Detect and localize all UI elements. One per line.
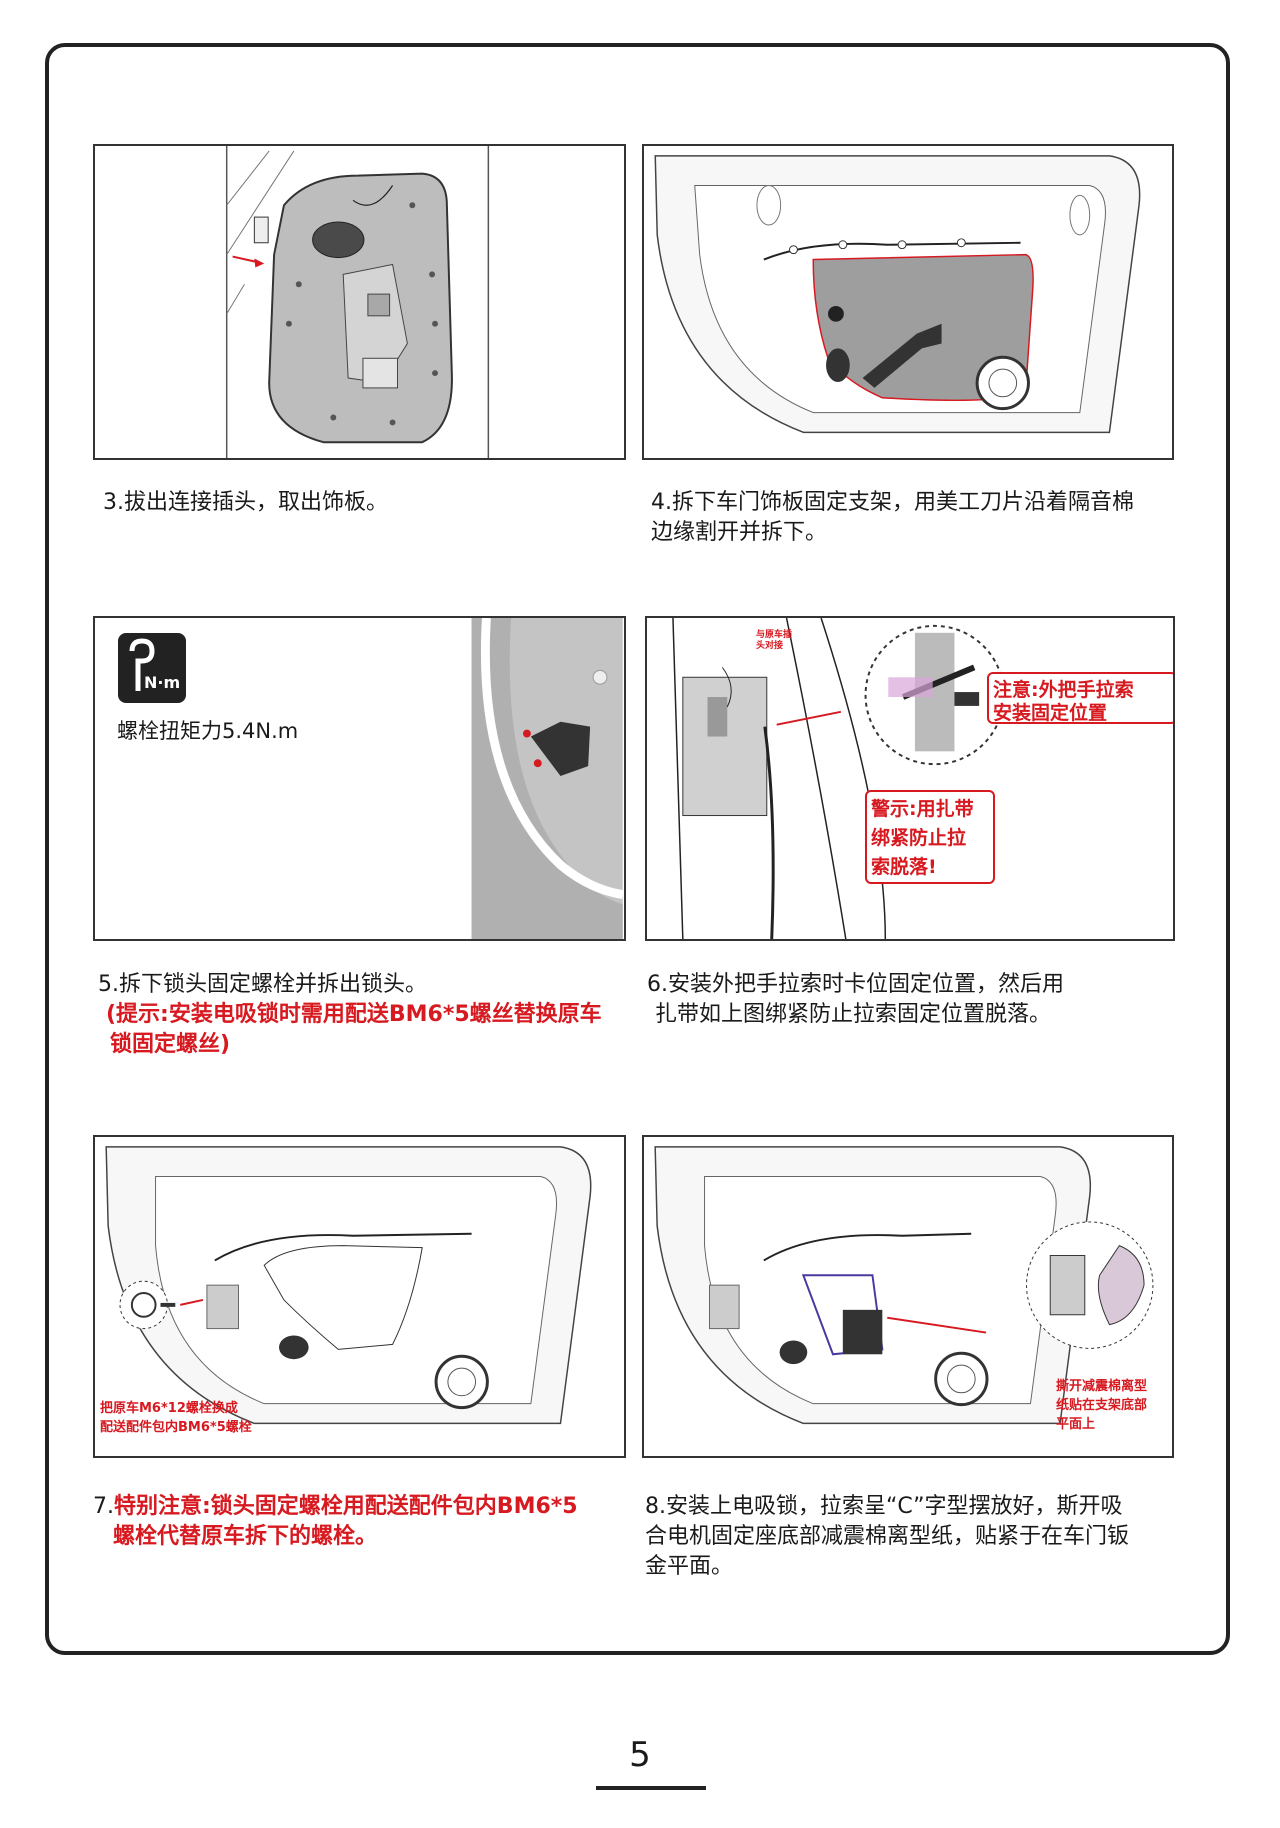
step6-notice-line1: 注意:外把手拉索	[993, 679, 1134, 701]
outer-handle-cable-illustration	[648, 618, 1172, 939]
page-frame	[45, 43, 1230, 1655]
step3-image	[93, 144, 626, 460]
step5-caption-line1: 5.拆下锁头固定螺栓并拆出锁头。	[98, 972, 427, 997]
step7-bolt-label: 把原车M6*12螺栓换成 配送配件包内BM6*5螺栓	[100, 1399, 252, 1437]
torque-icon: N·m	[118, 633, 186, 703]
step7-caption-line2: 螺栓代替原车拆下的螺栓。	[113, 1524, 378, 1549]
page-number-underline	[596, 1786, 706, 1790]
step5-note-line2: 锁固定螺丝)	[110, 1032, 231, 1057]
step5-caption: 5.拆下锁头固定螺栓并拆出锁头。 (提示:安装电吸锁时需用配送BM6*5螺丝替换…	[98, 970, 602, 1060]
door-panel-removal-illustration	[96, 146, 623, 458]
step7-caption-line1: 特别注意:锁头固定螺栓用配送配件包内BM6*5	[114, 1494, 578, 1519]
step6-caption-line2: 扎带如上图绑紧防止拉索固定位置脱落。	[655, 1002, 1052, 1027]
step7-bolt-label-line1: 把原车M6*12螺栓换成	[100, 1401, 238, 1416]
page-number: 5	[629, 1735, 651, 1775]
step6-warning-callout: 警示:用扎带 绑紧防止拉 索脱落!	[865, 790, 995, 884]
step6-small-label-line2: 头对接	[756, 641, 784, 651]
step6-small-label-line1: 与原车插	[756, 630, 793, 640]
step8-caption-line3: 金平面。	[645, 1554, 734, 1579]
step7-image: 把原车M6*12螺栓换成 配送配件包内BM6*5螺栓	[93, 1135, 626, 1458]
torque-icon-text: N·m	[144, 673, 181, 692]
step6-caption: 6.安装外把手拉索时卡位固定位置，然后用 扎带如上图绑紧防止拉索固定位置脱落。	[647, 970, 1064, 1030]
step4-image	[642, 144, 1174, 460]
step8-callout: 撕开减震棉离型 纸贴在支架底部 平面上	[1056, 1377, 1147, 1434]
step8-callout-line2: 纸贴在支架底部	[1056, 1398, 1148, 1413]
lock-removal-photo	[471, 618, 624, 939]
step5-image: N·m 螺栓扭矩力5.4N.m	[93, 616, 626, 941]
step7-caption-prefix: 7.	[93, 1494, 114, 1519]
step8-caption: 8.安装上电吸锁，拉索呈“C”字型摆放好，斯开吸 合电机固定座底部减震棉离型纸，…	[645, 1492, 1129, 1582]
step4-caption: 4.拆下车门饰板固定支架，用美工刀片沿着隔音棉 边缘割开并拆下。	[651, 488, 1134, 548]
step8-callout-line3: 平面上	[1056, 1417, 1096, 1432]
step8-image: 撕开减震棉离型 纸贴在支架底部 平面上	[642, 1135, 1174, 1458]
bolt-replacement-illustration	[105, 1146, 592, 1425]
step7-bolt-label-line2: 配送配件包内BM6*5螺栓	[100, 1420, 252, 1435]
step5-note-line1: (提示:安装电吸锁时需用配送BM6*5螺丝替换原车	[106, 1002, 602, 1027]
step6-caption-line1: 6.安装外把手拉索时卡位固定位置，然后用	[647, 972, 1064, 997]
step8-callout-line1: 撕开减震棉离型	[1056, 1379, 1148, 1394]
step6-warning-line1: 警示:用扎带	[871, 798, 974, 820]
step3-caption: 3.拔出连接插头，取出饰板。	[103, 490, 388, 515]
step6-image: 与原车插 头对接 注意:外把手拉索 安装固定位置 警示:用扎带 绑紧防止拉 索脱…	[645, 616, 1175, 941]
step6-notice-line2: 安装固定位置	[993, 702, 1108, 724]
electric-lock-install-illustration	[654, 1146, 1154, 1425]
step6-small-label: 与原车插 头对接	[756, 630, 792, 652]
step4-caption-line2: 边缘割开并拆下。	[651, 520, 828, 545]
door-inner-sheet-metal-illustration	[654, 155, 1141, 434]
step8-caption-line1: 8.安装上电吸锁，拉索呈“C”字型摆放好，斯开吸	[645, 1494, 1123, 1519]
step6-warning-line3: 索脱落!	[871, 856, 937, 878]
torque-wrench-icon	[129, 638, 155, 691]
step6-notice-callout: 注意:外把手拉索 安装固定位置	[987, 672, 1173, 724]
step8-caption-line2: 合电机固定座底部减震棉离型纸，贴紧于在车门钣	[645, 1524, 1130, 1549]
step6-warning-line2: 绑紧防止拉	[871, 827, 967, 849]
step7-caption: 7.特别注意:锁头固定螺栓用配送配件包内BM6*5 螺栓代替原车拆下的螺栓。	[93, 1492, 578, 1552]
torque-label: 螺栓扭矩力5.4N.m	[117, 719, 299, 743]
step4-caption-line1: 4.拆下车门饰板固定支架，用美工刀片沿着隔音棉	[651, 490, 1134, 515]
